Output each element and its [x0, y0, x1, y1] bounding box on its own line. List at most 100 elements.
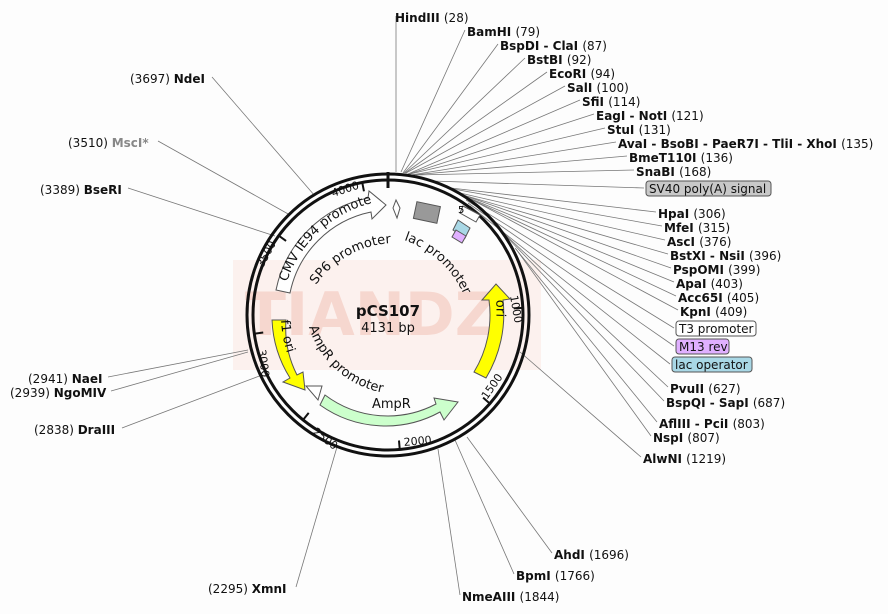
- site-label[interactable]: AvaI - BsoBI - PaeR7I - TliI - XhoI (135…: [618, 137, 873, 151]
- site-leader: [520, 352, 641, 457]
- site-label[interactable]: (2939) NgoMIV: [10, 386, 107, 400]
- feature-box-label: M13 rev: [679, 340, 728, 354]
- site-label[interactable]: BamHI (79): [467, 25, 540, 39]
- site-position: (405): [727, 291, 759, 305]
- site-name: SfiI: [582, 95, 608, 109]
- site-leader: [403, 44, 498, 173]
- site-label[interactable]: EagI - NotI (121): [596, 109, 704, 123]
- site-label[interactable]: (2838) DraIII: [34, 423, 115, 437]
- site-label[interactable]: AflIII - PciI (803): [659, 417, 765, 431]
- site-name: HindIII: [395, 11, 444, 25]
- site-position: (399): [728, 263, 760, 277]
- site-label[interactable]: SalI (100): [567, 81, 629, 95]
- site-leader: [467, 437, 552, 553]
- feature-sp6-promoter-icon: [393, 200, 400, 218]
- site-label[interactable]: (2295) XmnI: [208, 582, 286, 596]
- site-label[interactable]: BpmI (1766): [516, 569, 595, 583]
- site-name: BamHI: [467, 25, 515, 39]
- site-label[interactable]: (2941) NaeI: [28, 372, 102, 386]
- site-label[interactable]: Acc65I (405): [678, 291, 759, 305]
- site-label[interactable]: (3697) NdeI: [130, 72, 205, 86]
- site-leader: [438, 449, 460, 595]
- site-name: NspI: [653, 431, 687, 445]
- site-position: (92): [567, 53, 592, 67]
- site-leader: [108, 350, 248, 377]
- site-label[interactable]: (3389) BseRI: [40, 183, 122, 197]
- site-position: (376): [699, 235, 731, 249]
- site-position: (409): [715, 305, 747, 319]
- site-name: BstBI: [527, 53, 567, 67]
- site-label[interactable]: AscI (376): [667, 235, 731, 249]
- site-label[interactable]: ApaI (403): [676, 277, 743, 291]
- site-name: HpaI: [658, 207, 693, 221]
- site-label[interactable]: BstBI (92): [527, 53, 591, 67]
- site-leader: [111, 352, 248, 391]
- site-leader: [406, 86, 565, 173]
- feature-box-label: T3 promoter: [678, 322, 754, 336]
- site-name: AscI: [667, 235, 699, 249]
- site-label[interactable]: SfiI (114): [582, 95, 640, 109]
- site-name: AlwNI: [643, 452, 686, 466]
- site-position: (100): [597, 81, 629, 95]
- site-position: (2941): [28, 372, 72, 386]
- site-name: PspOMI: [673, 263, 728, 277]
- site-name: BspDI - ClaI: [500, 39, 582, 53]
- scale-tick: [399, 441, 400, 450]
- site-name: XmnI: [252, 582, 287, 596]
- feature-ampr-promoter-icon: [306, 386, 322, 400]
- scale-tick-label: 3000: [255, 349, 272, 379]
- site-position: (135): [841, 137, 873, 151]
- site-label[interactable]: HpaI (306): [658, 207, 726, 221]
- site-position: (627): [708, 382, 740, 396]
- site-label[interactable]: BstXI - NsiI (396): [670, 249, 781, 263]
- scale-tick-label: 4000: [330, 179, 361, 200]
- site-position: (3697): [130, 72, 174, 86]
- site-label[interactable]: KpnI (409): [680, 305, 747, 319]
- site-label[interactable]: (3510) MscI*: [68, 136, 149, 150]
- site-position: (403): [711, 277, 743, 291]
- site-leader: [212, 77, 315, 196]
- site-position: (1844): [520, 590, 560, 604]
- site-position: (687): [753, 396, 785, 410]
- site-leader: [401, 30, 465, 172]
- site-leader: [416, 170, 634, 175]
- scale-tick: [303, 413, 309, 420]
- scale-tick-label: 2000: [403, 434, 432, 449]
- site-label[interactable]: BmeT110I (136): [629, 151, 733, 165]
- site-label[interactable]: MfeI (315): [664, 221, 730, 235]
- site-label[interactable]: BspDI - ClaI (87): [500, 39, 607, 53]
- site-position: (807): [687, 431, 719, 445]
- site-label[interactable]: SnaBI (168): [636, 165, 711, 179]
- site-name: BspQI - SapI: [666, 396, 753, 410]
- site-label[interactable]: NmeAIII (1844): [462, 590, 559, 604]
- site-label[interactable]: PvuII (627): [670, 382, 741, 396]
- site-position: (1696): [589, 548, 629, 562]
- site-label[interactable]: NspI (807): [653, 431, 720, 445]
- site-position: (131): [639, 123, 671, 137]
- site-leader: [455, 440, 514, 574]
- site-label[interactable]: HindIII (28): [395, 11, 469, 25]
- site-position: (3510): [68, 136, 112, 150]
- site-label[interactable]: StuI (131): [607, 123, 671, 137]
- site-name: EcoRI: [549, 67, 590, 81]
- site-leader: [410, 128, 605, 174]
- site-position: (2939): [10, 386, 54, 400]
- site-position: (803): [733, 417, 765, 431]
- site-name: BstXI - NsiI: [670, 249, 749, 263]
- site-position: (3389): [40, 183, 84, 197]
- site-position: (136): [701, 151, 733, 165]
- site-label[interactable]: AlwNI (1219): [643, 452, 726, 466]
- site-label[interactable]: BspQI - SapI (687): [666, 396, 785, 410]
- site-leader: [412, 156, 627, 175]
- site-label[interactable]: EcoRI (94): [549, 67, 615, 81]
- site-leader: [408, 100, 580, 174]
- site-name: AhdI: [554, 548, 589, 562]
- site-position: (168): [679, 165, 711, 179]
- site-leader: [296, 447, 337, 587]
- site-name: KpnI: [680, 305, 715, 319]
- feature-box-label: SV40 poly(A) signal: [649, 182, 766, 196]
- site-label[interactable]: PspOMI (399): [673, 263, 760, 277]
- site-name: NaeI: [72, 372, 103, 386]
- site-name: MfeI: [664, 221, 698, 235]
- site-label[interactable]: AhdI (1696): [554, 548, 629, 562]
